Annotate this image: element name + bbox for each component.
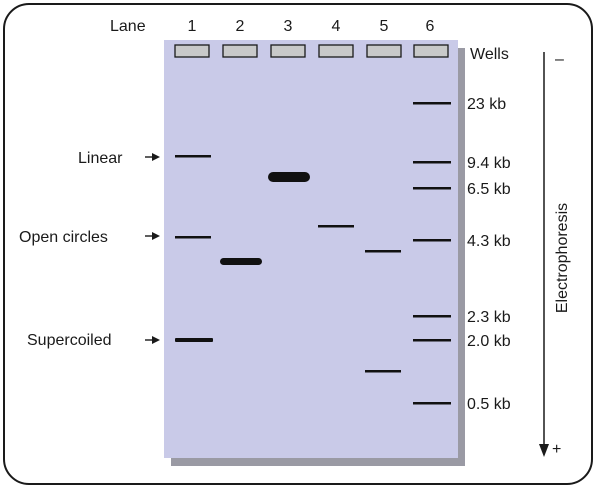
band-lane-5-lower: [365, 370, 401, 373]
axis-plus-sign: +: [552, 441, 561, 458]
form-label-linear: Linear: [78, 150, 123, 167]
band-lane-1-supercoiled: [175, 338, 213, 342]
marker-band-6-5kb: [413, 187, 451, 190]
electrophoresis-label: Electrophoresis: [554, 203, 571, 313]
well-lane-2: [222, 44, 258, 58]
form-label-open-circles: Open circles: [19, 229, 108, 246]
marker-label-9-4kb: 9.4 kb: [467, 155, 511, 172]
lane-number-2: 2: [236, 18, 245, 35]
arrow-supercoiled-icon: [152, 336, 160, 344]
arrow-linear-icon: [152, 153, 160, 161]
marker-band-4-3kb: [413, 239, 451, 242]
marker-label-2-3kb: 2.3 kb: [467, 309, 511, 326]
lane-number-6: 6: [426, 18, 435, 35]
marker-label-0-5kb: 0.5 kb: [467, 396, 511, 413]
band-lane-1-linear: [175, 155, 211, 158]
axis-minus-sign: –: [555, 51, 564, 68]
marker-label-2-0kb: 2.0 kb: [467, 333, 511, 350]
electrophoresis-arrow-down-icon: [539, 444, 549, 457]
well-lane-5: [366, 44, 402, 58]
marker-band-23kb: [413, 102, 451, 105]
well-lane-4: [318, 44, 354, 58]
lane-number-4: 4: [332, 18, 341, 35]
lane-number-3: 3: [284, 18, 293, 35]
band-lane-1-open-circles: [175, 236, 211, 239]
lane-number-5: 5: [380, 18, 389, 35]
band-lane-3: [268, 172, 310, 182]
lane-label: Lane: [110, 18, 146, 35]
arrow-open-circles-icon: [152, 232, 160, 240]
marker-band-2-0kb: [413, 339, 451, 342]
well-lane-3: [270, 44, 306, 58]
band-lane-2: [220, 258, 262, 265]
wells-label: Wells: [470, 46, 509, 63]
lane-number-1: 1: [188, 18, 197, 35]
marker-band-9-4kb: [413, 161, 451, 164]
form-label-supercoiled: Supercoiled: [27, 332, 112, 349]
well-lane-1: [174, 44, 210, 58]
marker-band-0-5kb: [413, 402, 451, 405]
gel: [164, 40, 458, 458]
well-lane-6: [413, 44, 449, 58]
marker-label-4-3kb: 4.3 kb: [467, 233, 511, 250]
band-lane-5-upper: [365, 250, 401, 253]
band-lane-4: [318, 225, 354, 228]
marker-label-6-5kb: 6.5 kb: [467, 181, 511, 198]
marker-band-2-3kb: [413, 315, 451, 318]
marker-label-23kb: 23 kb: [467, 96, 506, 113]
